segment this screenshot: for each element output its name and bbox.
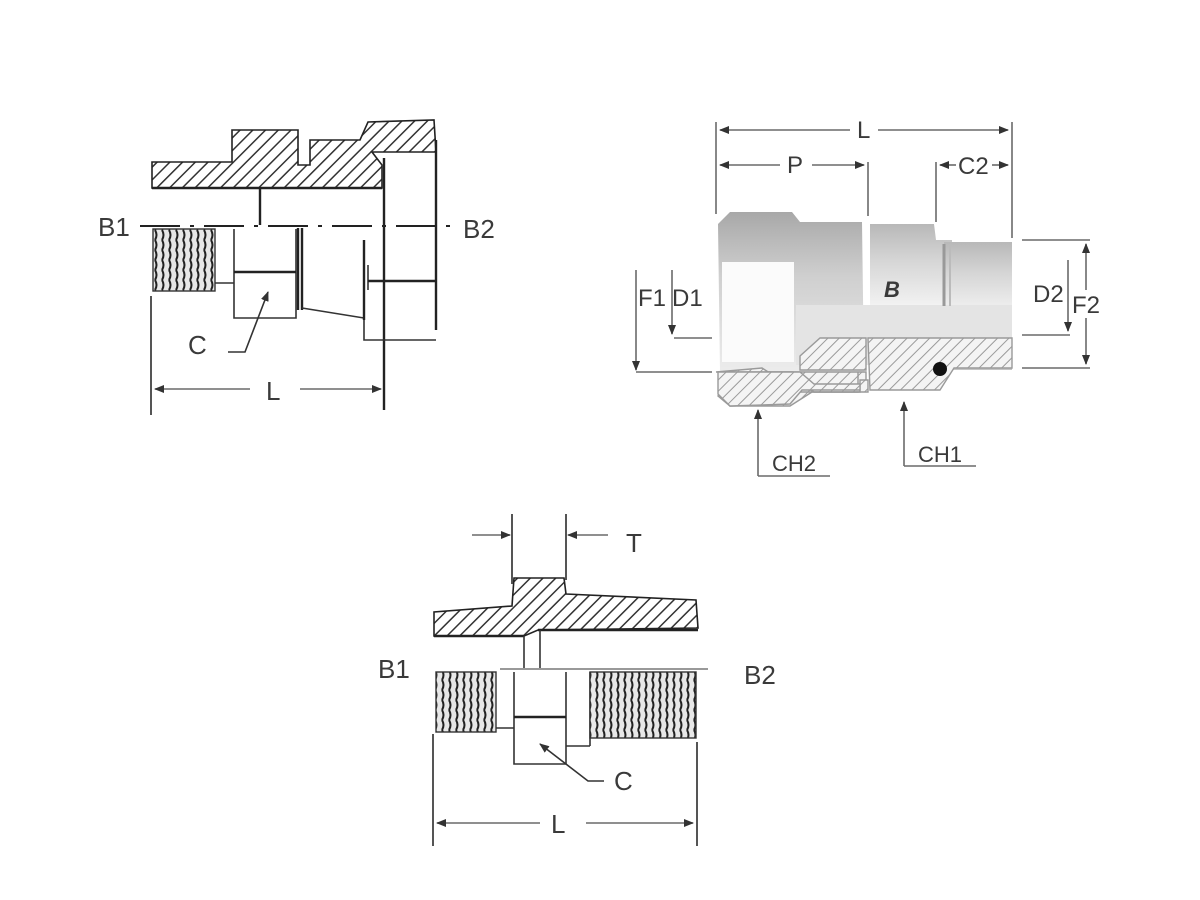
label-b2-view3: B2 bbox=[744, 660, 776, 690]
label-c-view1: C bbox=[188, 330, 207, 360]
label-f2: F2 bbox=[1072, 292, 1100, 319]
label-l-view1: L bbox=[266, 376, 280, 406]
label-c2: C2 bbox=[958, 153, 989, 180]
view-reducing-nipple bbox=[432, 514, 708, 846]
label-b1-view3: B1 bbox=[378, 654, 410, 684]
label-l-view3: L bbox=[551, 809, 565, 839]
label-t: T bbox=[626, 528, 642, 558]
label-p: P bbox=[787, 152, 803, 179]
label-f1: F1 bbox=[638, 285, 666, 312]
view-swivel-adapter bbox=[140, 119, 460, 415]
label-ch2: CH2 bbox=[772, 451, 816, 476]
brand-logo: B bbox=[884, 277, 900, 302]
label-ch1: CH1 bbox=[918, 442, 962, 467]
label-b2-view1: B2 bbox=[463, 214, 495, 244]
left-thread-view3 bbox=[435, 671, 497, 733]
left-thread bbox=[152, 228, 216, 292]
label-l-view2: L bbox=[857, 117, 870, 144]
o-ring-seal bbox=[933, 362, 947, 376]
label-d1: D1 bbox=[672, 285, 703, 312]
bore-opening bbox=[722, 262, 794, 362]
view-female-male-adapter: B bbox=[632, 122, 1090, 477]
label-c-view3: C bbox=[614, 766, 633, 796]
label-b1-view1: B1 bbox=[98, 212, 130, 242]
right-thread-view3 bbox=[589, 671, 697, 739]
label-d2: D2 bbox=[1033, 281, 1064, 308]
upper-section-hatch bbox=[151, 119, 437, 189]
upper-section-hatch-view3 bbox=[433, 577, 699, 637]
